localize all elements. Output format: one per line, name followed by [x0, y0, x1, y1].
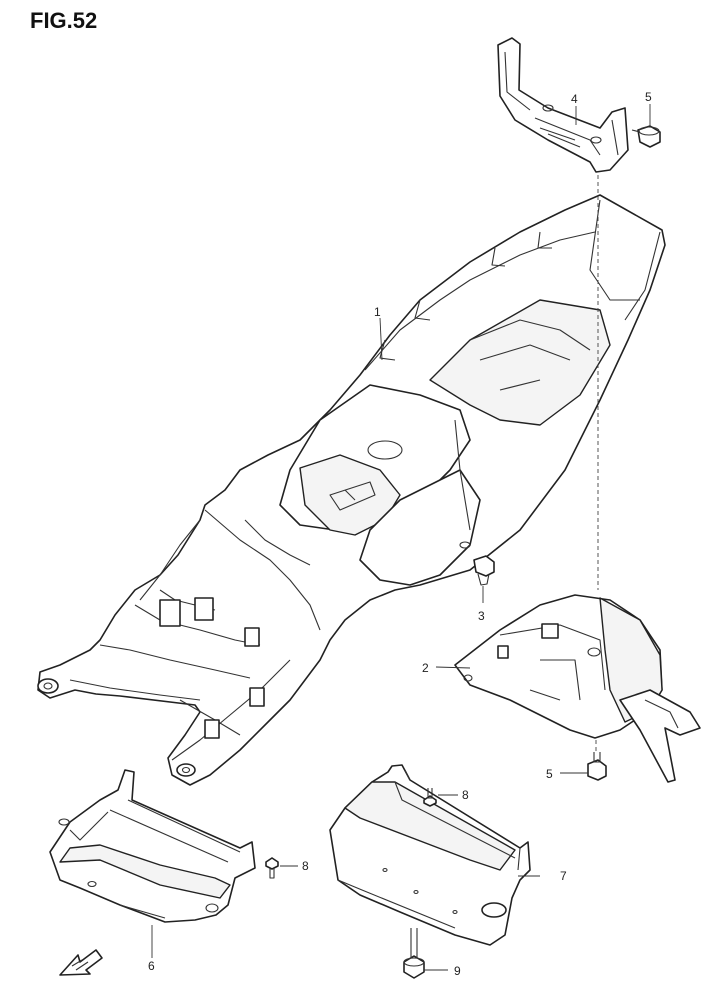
callout-5-lower: 5: [546, 767, 553, 781]
callout-8-left: 8: [302, 859, 309, 873]
part-1-rear-fender: [37, 194, 666, 786]
callout-4: 4: [571, 92, 578, 106]
callout-9: 9: [454, 964, 461, 978]
part-8-screw-right: [423, 788, 437, 807]
part-2-splash-guard: [454, 594, 701, 783]
part-4-bracket: [497, 37, 629, 173]
leader-lines: [151, 104, 651, 971]
figure-title: FIG.52: [30, 8, 98, 33]
part-5-bolt-lower: [587, 752, 607, 781]
callout-5-top: 5: [645, 90, 652, 104]
part-9-bolt: [403, 928, 425, 979]
part-6-lower-tray: [49, 769, 256, 923]
callout-7: 7: [560, 869, 567, 883]
callout-2: 2: [422, 661, 429, 675]
front-direction-arrow-icon: [59, 949, 103, 976]
callout-1: 1: [374, 305, 381, 319]
callout-6: 6: [148, 959, 155, 973]
part-5-bolt-top: [631, 125, 661, 148]
part-3-bolt: [473, 555, 495, 586]
callout-3: 3: [478, 609, 485, 623]
part-8-screw-left: [265, 857, 279, 879]
callout-8-right: 8: [462, 788, 469, 802]
part-7-lower-tray: [329, 764, 531, 946]
